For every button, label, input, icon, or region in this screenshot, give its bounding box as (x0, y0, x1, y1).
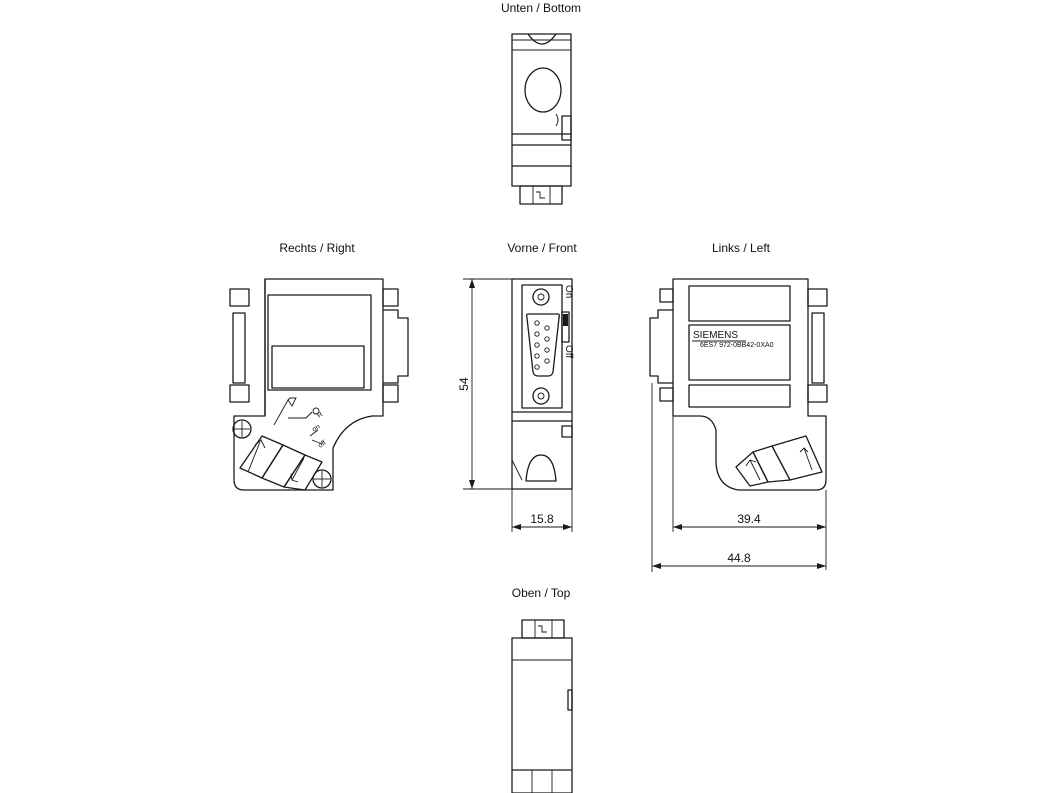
right-body (233, 278, 384, 491)
right-window (267, 294, 372, 391)
dim-overall-width: 44.8 (727, 551, 751, 565)
top-view: Oben / Top (511, 586, 573, 793)
right-switch-off: off (317, 439, 327, 449)
left-body (672, 278, 827, 491)
top-view-label: Oben / Top (512, 586, 571, 600)
left-view: Links / Left SIEMENS 6ES7 972-0BB42-0XA0 (649, 241, 828, 491)
front-pins (534, 320, 550, 370)
right-label-field (271, 345, 365, 389)
top-body (511, 637, 573, 793)
bottom-view-label: Unten / Bottom (501, 1, 581, 15)
front-cable-entry (525, 454, 557, 482)
left-view-label: Links / Left (712, 241, 771, 255)
front-dsub-shell (526, 313, 560, 377)
bottom-body (511, 33, 572, 187)
left-dsub (649, 309, 673, 384)
front-body (511, 278, 573, 490)
right-view: Rechts / Right R on off (229, 241, 409, 491)
front-screw-bottom (532, 387, 550, 405)
right-screw-1 (232, 419, 252, 439)
left-brand: SIEMENS (693, 330, 738, 341)
front-view: Vorne / Front On Off (507, 241, 577, 490)
front-screw-top (532, 288, 550, 306)
right-view-label: Rechts / Right (279, 241, 355, 255)
left-part-number: 6ES7 972-0BB42-0XA0 (700, 342, 774, 349)
bottom-plug (519, 185, 563, 205)
front-switch-on: On (563, 285, 574, 298)
left-window-top (688, 285, 791, 322)
left-label-field (688, 324, 791, 381)
dim-left-width: 39.4 (737, 512, 761, 526)
right-switch-on: on (311, 423, 321, 433)
front-switch (561, 311, 570, 343)
bottom-latch (527, 33, 557, 45)
dim-height: 54 (457, 377, 471, 391)
right-terminal-r: R (316, 411, 324, 420)
front-view-label: Vorne / Front (507, 241, 577, 255)
dim-front-width: 15.8 (530, 512, 554, 526)
dimension-lines: 54 15.8 39.4 44.8 (457, 278, 827, 572)
right-screw-2 (312, 469, 332, 489)
bottom-view: Unten / Bottom (501, 1, 581, 205)
top-plug (521, 619, 565, 639)
right-dsub (383, 309, 409, 384)
bottom-cable-hole (524, 67, 562, 113)
front-switch-off: Off (563, 345, 574, 358)
left-window-bottom (688, 384, 791, 408)
